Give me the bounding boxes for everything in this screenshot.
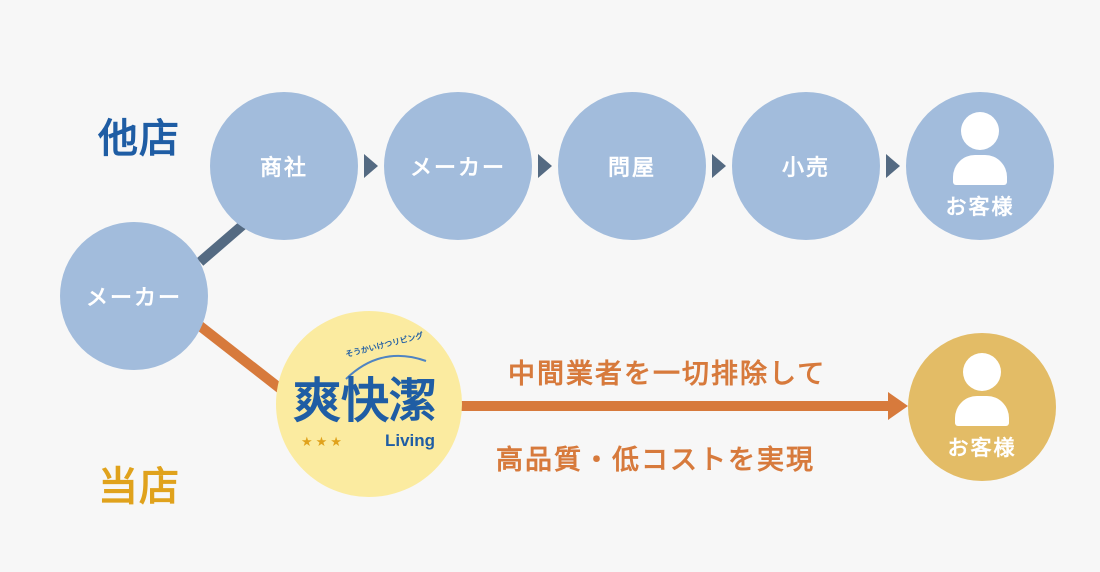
node-label: 小売 [781, 156, 830, 181]
node-label: お客様 [947, 435, 1017, 460]
node-retailer: 小売 [732, 92, 880, 240]
node-label: 問屋 [607, 156, 656, 181]
node-customer-other: お客様 [906, 92, 1054, 240]
logo-kanji: 爽快潔 [293, 373, 438, 429]
person-icon [953, 111, 1007, 185]
flow-arrow-icon [364, 154, 378, 178]
connector-to-our-store [196, 322, 286, 394]
flow-arrow-icon [886, 154, 900, 178]
node-label: お客様 [945, 194, 1015, 219]
node-label: メーカー [409, 156, 506, 181]
origin-maker-node: メーカー [60, 222, 208, 370]
node-trading-company: 商社 [210, 92, 358, 240]
arrow-top-text: 中間業者を一切排除して [508, 359, 827, 390]
heading-other-stores: 他店 [98, 116, 180, 162]
node-wholesaler: 問屋 [558, 92, 706, 240]
logo-living: Living [385, 431, 436, 450]
our-store-logo-node: そうかいけつリビング 爽快潔 ★★★ Living [276, 311, 462, 497]
node-customer-ours: お客様 [908, 333, 1056, 481]
direct-arrow-head-icon [888, 392, 908, 420]
flow-arrow-icon [712, 154, 726, 178]
logo-arc [345, 354, 427, 380]
logo: そうかいけつリビング 爽快潔 ★★★ Living [289, 331, 449, 459]
person-icon [955, 352, 1009, 426]
node-maker: メーカー [384, 92, 532, 240]
flow-arrow-icon [538, 154, 552, 178]
arrow-bottom-text: 高品質・低コストを実現 [496, 445, 815, 476]
connector-to-trading-company [196, 220, 248, 266]
node-label: 商社 [259, 156, 308, 181]
logo-stars-icon: ★★★ [301, 435, 345, 450]
node-label: メーカー [85, 286, 182, 311]
heading-our-store: 当店 [98, 464, 180, 510]
